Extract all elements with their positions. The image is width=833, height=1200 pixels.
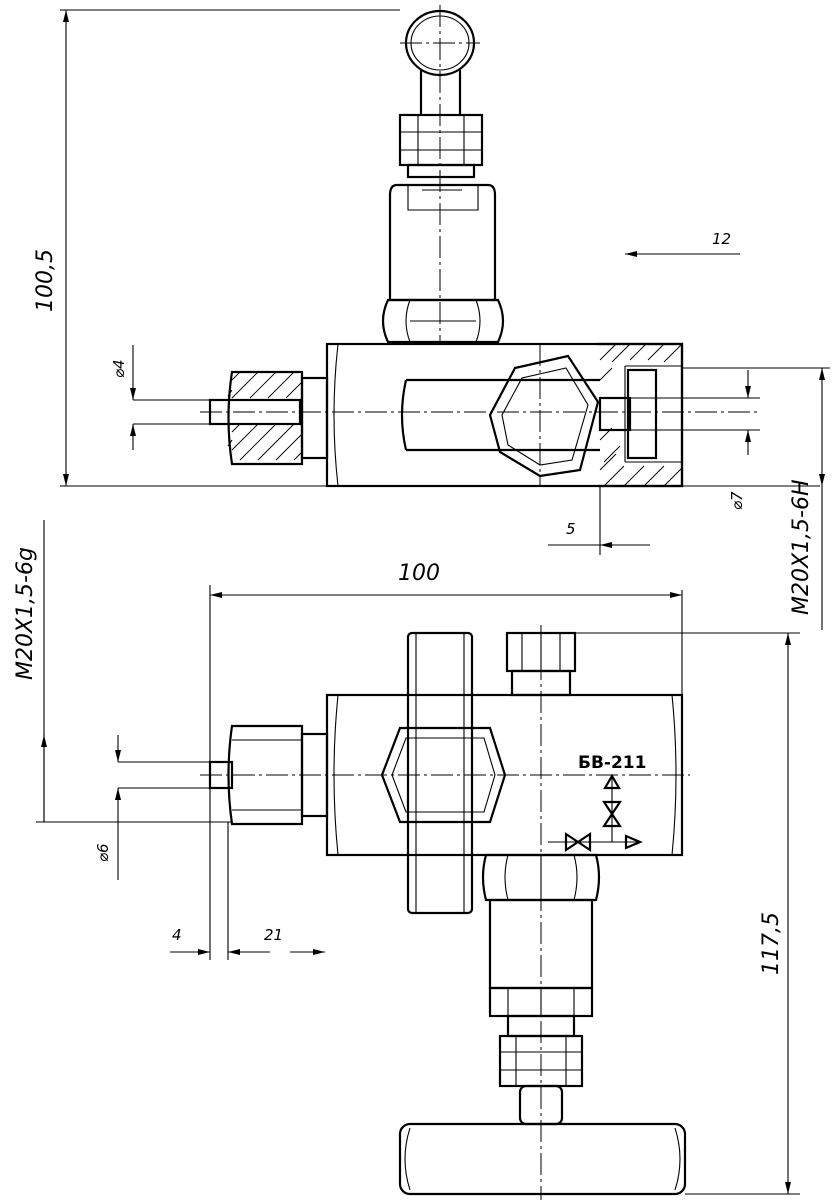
dim-dia-7: ⌀7 [728,491,746,510]
handle-bar [406,631,474,915]
dim-thread-external: M20X1,5-6g [13,547,38,680]
dim-len-4: 4 [172,926,182,944]
bottom-view: БВ-211 [36,520,800,1200]
valve-symbol: БВ-211 [548,753,646,853]
dim-len-21: 21 [264,926,283,944]
lower-hex-nut [381,298,505,344]
dim-thread-internal: M20X1,5-6H [789,479,814,615]
dim-dia-4: ⌀4 [110,359,128,378]
stem-housing [388,183,497,302]
upper-nut [398,113,484,179]
dim-dia-6: ⌀6 [94,843,112,862]
valve-marking-label: БВ-211 [578,753,646,773]
top-view [60,5,830,630]
main-body-top [325,342,684,488]
dim-height-total: 100,5 [33,249,58,312]
dim-offset-5: 5 [566,520,576,538]
dim-height-bottom: 117,5 [759,912,784,975]
bottom-handle [398,1122,687,1196]
dim-width-top: 12 [712,230,731,248]
left-fitting-section [208,370,329,466]
dim-length-100: 100 [398,561,440,586]
